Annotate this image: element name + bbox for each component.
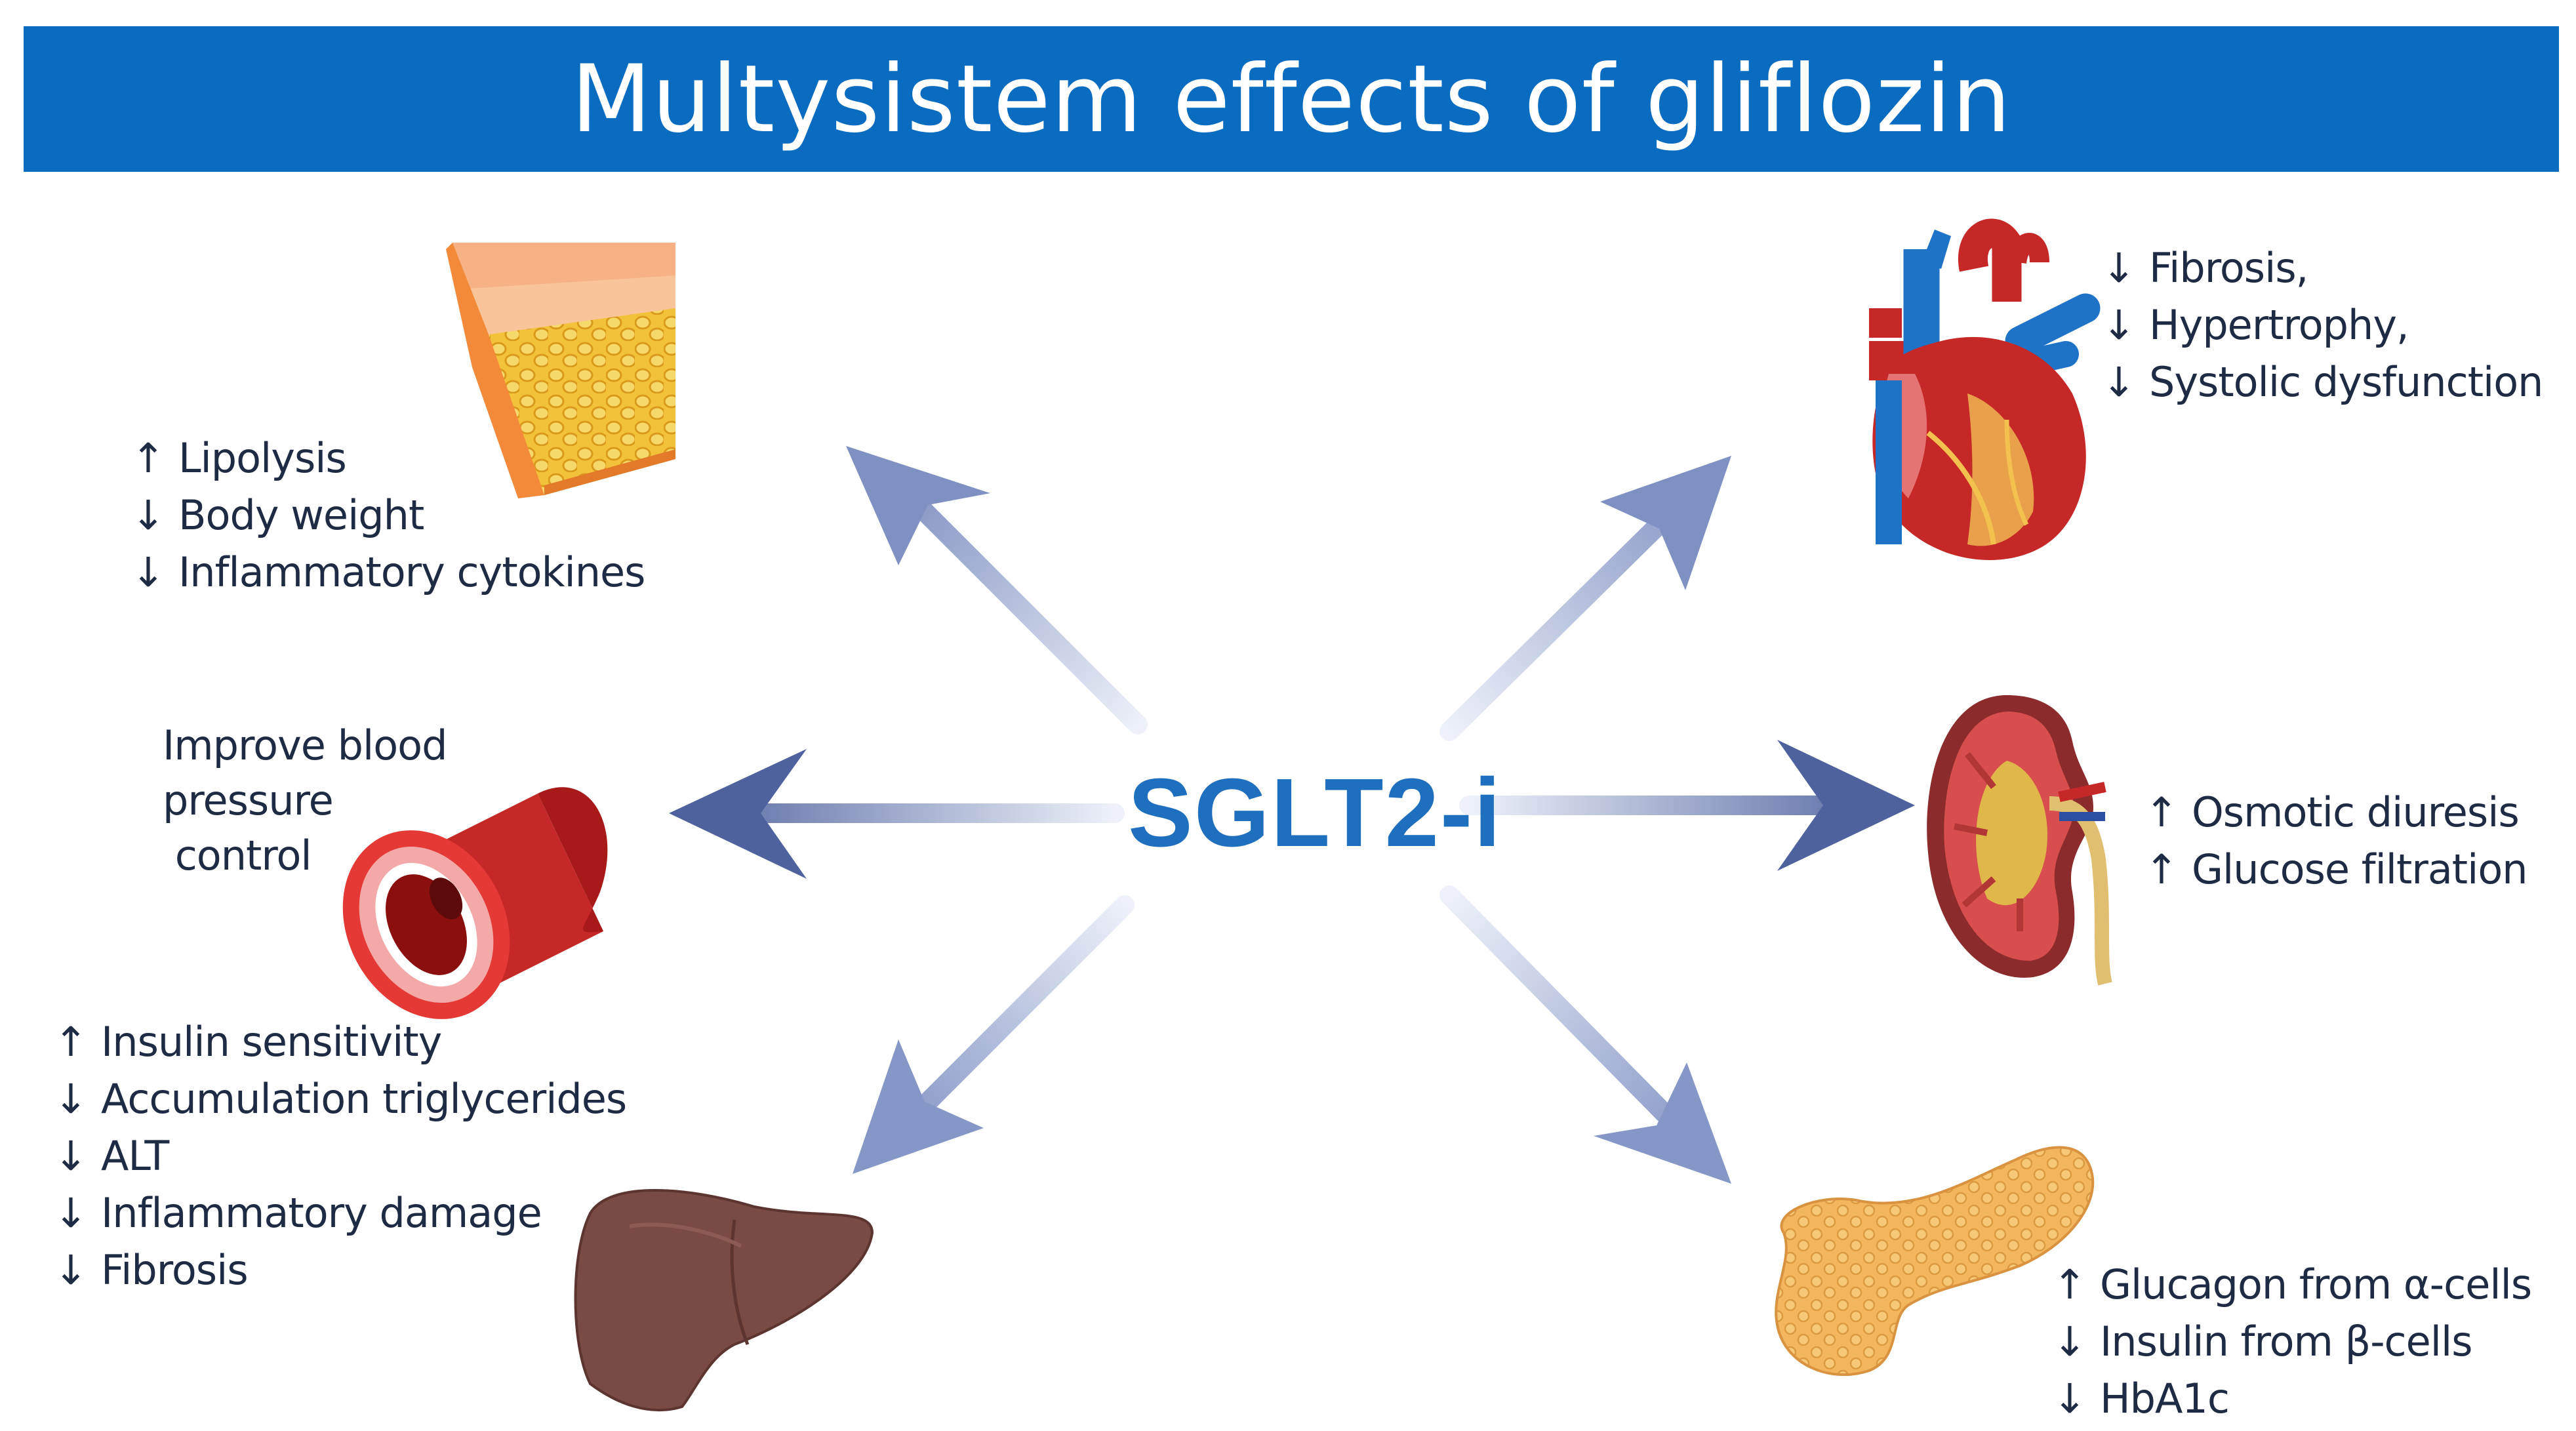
effect-item: ↓ ALT	[54, 1127, 626, 1184]
effect-item: ↑ Osmotic diuresis	[2144, 784, 2527, 841]
effect-text: Hypertrophy,	[2149, 301, 2409, 349]
label-line: control	[163, 832, 312, 879]
kidney-icon	[1927, 695, 2112, 986]
label-line: pressure	[163, 776, 334, 824]
effect-item: ↑ Insulin sensitivity	[54, 1013, 626, 1070]
blood-pressure-label: Improve blood pressure control	[163, 718, 447, 883]
direction-arrow: ↓	[2102, 358, 2136, 406]
effect-item: ↓ Hypertrophy,	[2102, 296, 2543, 353]
kidney-effects: ↑ Osmotic diuresis ↑ Glucose filtration	[2144, 784, 2528, 898]
arrow-to-kidney	[1459, 740, 1915, 871]
direction-arrow: ↓	[54, 1246, 88, 1294]
direction-arrow: ↓	[2053, 1318, 2087, 1365]
arrow-to-vessel	[669, 749, 1125, 879]
direction-arrow: ↓	[2102, 244, 2136, 292]
effect-text: Osmotic diuresis	[2192, 788, 2520, 836]
direction-arrow: ↓	[54, 1189, 88, 1237]
effect-text: Lipolysis	[178, 434, 347, 482]
effect-text: Glucose filtration	[2192, 845, 2528, 893]
effect-item: ↓ Accumulation triglycerides	[54, 1070, 627, 1127]
label-line: Improve blood	[163, 721, 447, 769]
blood-vessel-icon	[342, 787, 608, 1019]
arrow-to-liver	[853, 895, 1135, 1174]
heart-effects: ↓ Fibrosis, ↓ Hypertrophy, ↓ Systolic dysfu…	[2102, 239, 2543, 411]
effect-text: Systolic dysfunction	[2149, 358, 2543, 406]
effect-item: ↓ HbA1c	[2053, 1370, 2531, 1427]
effect-text: Inflammatory damage	[101, 1189, 542, 1237]
effect-item: ↓ Inflammatory damage	[54, 1184, 626, 1241]
pancreas-icon	[1775, 1146, 2095, 1377]
effect-text: ALT	[101, 1132, 169, 1180]
direction-arrow: ↓	[54, 1075, 88, 1123]
effect-text: HbA1c	[2100, 1375, 2230, 1422]
arrow-to-adipose	[846, 446, 1148, 735]
heart-icon	[1869, 218, 2101, 560]
direction-arrow: ↑	[2144, 845, 2179, 893]
effect-item: ↓ Fibrosis,	[2102, 239, 2543, 296]
effect-item: ↓ Systolic dysfunction	[2102, 353, 2543, 411]
center-drug-label: SGLT2-i	[1128, 759, 1502, 867]
adipose-effects: ↑ Lipolysis ↓ Body weight ↓ Inflammatory cy…	[131, 430, 645, 601]
effect-item: ↑ Lipolysis	[131, 430, 645, 487]
direction-arrow: ↑	[131, 434, 165, 482]
pancreas-effects: ↑ Glucagon from α-cells ↓ Insulin from β-c…	[2053, 1256, 2532, 1427]
direction-arrow: ↓	[131, 491, 165, 539]
effect-text: Insulin sensitivity	[101, 1018, 442, 1066]
effect-item: ↓ Insulin from β-cells	[2053, 1313, 2531, 1370]
effect-text: Accumulation triglycerides	[101, 1075, 627, 1123]
effect-text: Insulin from β-cells	[2100, 1318, 2473, 1365]
direction-arrow: ↓	[54, 1132, 88, 1180]
direction-arrow: ↑	[2144, 788, 2179, 836]
effect-item: ↓ Fibrosis	[54, 1241, 626, 1299]
effect-item: ↑ Glucose filtration	[2144, 841, 2528, 898]
effect-item: ↓ Inflammatory cytokines	[131, 544, 645, 601]
effect-text: Fibrosis,	[2149, 244, 2308, 292]
arrow-to-heart	[1439, 456, 1731, 741]
arrow-to-pancreas	[1439, 885, 1731, 1184]
direction-arrow: ↓	[131, 548, 165, 596]
effect-text: Fibrosis	[101, 1246, 249, 1294]
effect-text: Glucagon from α-cells	[2100, 1260, 2532, 1308]
direction-arrow: ↑	[2053, 1260, 2087, 1308]
direction-arrow: ↑	[54, 1018, 88, 1066]
adipose-tissue-icon	[446, 243, 675, 498]
effect-item: ↑ Glucagon from α-cells	[2053, 1256, 2532, 1313]
page-title: Multysistem effects of gliflozin	[571, 45, 2012, 153]
effect-item: ↓ Body weight	[131, 487, 645, 544]
liver-effects: ↑ Insulin sensitivity ↓ Accumulation trigl…	[54, 1013, 627, 1299]
liver-icon	[574, 1189, 874, 1412]
direction-arrow: ↓	[2102, 301, 2136, 349]
title-banner: Multysistem effects of gliflozin	[24, 26, 2559, 172]
direction-arrow: ↓	[2053, 1375, 2087, 1422]
effect-text: Body weight	[178, 491, 424, 539]
effect-text: Inflammatory cytokines	[178, 548, 645, 596]
